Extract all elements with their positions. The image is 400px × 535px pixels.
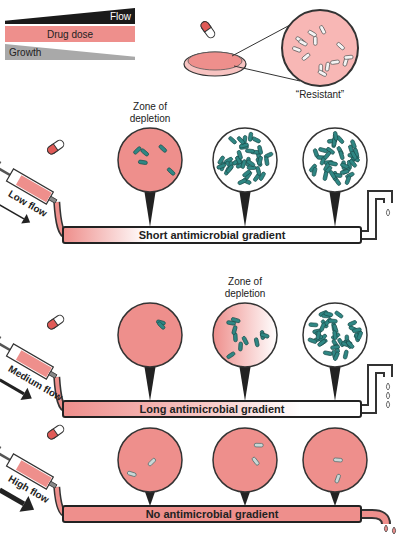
culture-well (118, 128, 182, 192)
stem (329, 189, 341, 227)
zone-label: Zone of depletion (120, 101, 180, 125)
node-text: Growth (9, 47, 41, 58)
drop (386, 392, 389, 399)
tube: Long antimicrobial gradient (62, 400, 362, 418)
culture-well (303, 303, 367, 367)
callout-label: “Resistant” (280, 89, 360, 101)
arrowhead (21, 214, 33, 227)
bacteria (333, 458, 342, 484)
bacteria (292, 25, 353, 77)
stem (144, 189, 156, 227)
drop (386, 383, 389, 390)
pill-icon (199, 20, 216, 39)
culture-well (303, 428, 367, 492)
drop (386, 401, 389, 408)
culture-well (213, 428, 277, 492)
bacteria (226, 317, 269, 359)
node-text: No antimicrobial gradient (146, 508, 279, 520)
bacteria (309, 131, 360, 186)
zone-label: Zone of depletion (215, 276, 275, 300)
stem (239, 189, 251, 227)
node-text: Drug dose (47, 29, 93, 40)
culture-well (118, 303, 182, 367)
petri-dish (184, 52, 246, 76)
tube: No antimicrobial gradient (62, 505, 362, 523)
stem (329, 364, 341, 401)
drop (392, 527, 395, 534)
culture-well (303, 128, 367, 192)
flow-bar: Flow (5, 8, 135, 24)
node-text: Long antimicrobial gradient (140, 403, 285, 415)
growth-bar: Growth (5, 44, 135, 60)
node-text: Flow (110, 11, 131, 22)
arrowhead (20, 388, 35, 405)
drop (386, 209, 389, 216)
magnifier (282, 10, 358, 86)
culture-well (213, 303, 277, 367)
bacteria (251, 443, 263, 466)
bacteria (308, 310, 363, 361)
bacteria (127, 458, 156, 477)
stem (144, 364, 156, 401)
pill-icon (46, 139, 65, 156)
bacteria (133, 144, 176, 176)
bacteria (216, 132, 273, 185)
dose-bar: Drug dose (5, 26, 135, 42)
tube: Short antimicrobial gradient (62, 226, 362, 244)
drop (384, 525, 387, 532)
culture-well (213, 128, 277, 192)
culture-well (118, 428, 182, 492)
node-text: Short antimicrobial gradient (139, 229, 286, 241)
stem (239, 364, 251, 401)
pill-icon (46, 424, 65, 441)
bacteria (156, 320, 166, 330)
pill-icon (46, 314, 65, 331)
